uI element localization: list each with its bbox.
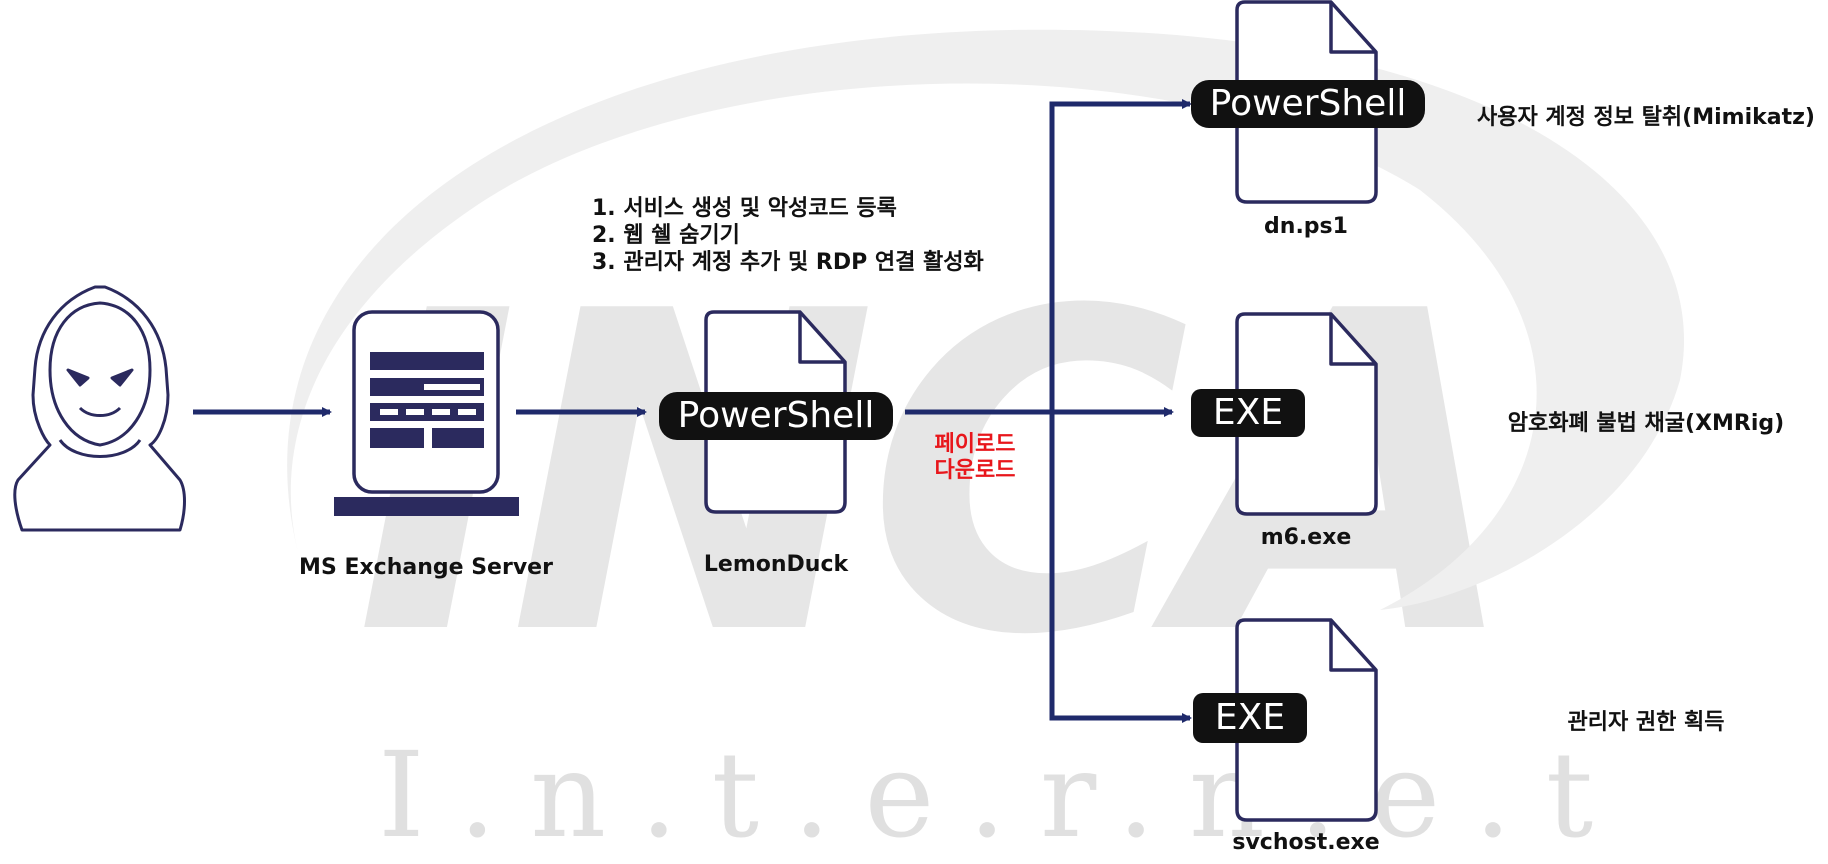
payload-download-label: 페이로드 다운로드 <box>934 432 1016 483</box>
attack-steps-list: 1. 서비스 생성 및 악성코드 등록 2. 웹 쉘 숨기기 3. 관리자 계정… <box>592 195 984 276</box>
watermark-subtitle: I.n.t.e.r.n.e.t <box>378 726 1628 864</box>
exchange-server-icon <box>334 310 519 516</box>
dn-ps1-powershell-tag: PowerShell <box>1191 80 1425 128</box>
lemonduck-label: LemonDuck <box>703 552 849 577</box>
step-item: 3. 관리자 계정 추가 및 RDP 연결 활성화 <box>592 250 984 275</box>
dn-ps1-file-label: dn.ps1 <box>1264 214 1348 239</box>
step-item: 2. 웹 쉘 숨기기 <box>592 223 740 248</box>
lemonduck-powershell-tag: PowerShell <box>659 392 893 440</box>
hacker-icon <box>13 285 186 532</box>
svchost-exe-file-label: svchost.exe <box>1232 830 1380 855</box>
m6-exe-tag: EXE <box>1191 389 1305 437</box>
arrow-branch-dn-ps1 <box>1049 99 1192 412</box>
m6-exe-file-label: m6.exe <box>1260 525 1352 550</box>
exchange-server-label: MS Exchange Server <box>299 555 553 580</box>
step-item: 1. 서비스 생성 및 악성코드 등록 <box>592 196 897 221</box>
m6-exe-description: 암호화폐 불법 채굴(XMRig) <box>1507 411 1785 436</box>
svchost-exe-description: 관리자 권한 획득 <box>1567 710 1725 735</box>
arrow-branch-svchost <box>1049 412 1192 723</box>
svchost-exe-tag: EXE <box>1193 693 1307 743</box>
dn-ps1-description: 사용자 계정 정보 탈취(Mimikatz) <box>1477 105 1815 130</box>
